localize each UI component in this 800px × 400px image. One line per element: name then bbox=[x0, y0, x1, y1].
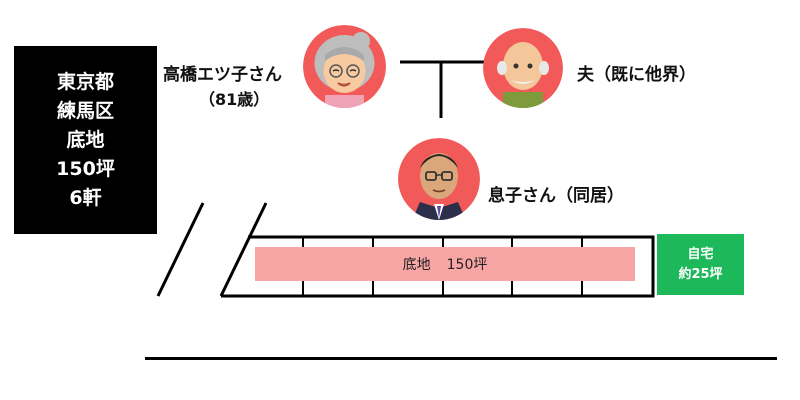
husband-label: 夫（既に他界） bbox=[577, 65, 696, 85]
elderly-man-icon bbox=[483, 28, 563, 108]
land-area-band: 底地 150坪 bbox=[255, 247, 635, 281]
home-size: 約25坪 bbox=[678, 266, 723, 282]
land-size: 150坪 bbox=[446, 257, 488, 273]
info-prefecture: 東京都 bbox=[56, 70, 114, 93]
land-label: 底地 bbox=[402, 257, 431, 273]
info-house-count: 6軒 bbox=[69, 186, 102, 209]
info-ward: 練馬区 bbox=[56, 99, 114, 122]
businessman-icon bbox=[398, 138, 480, 220]
mother-name: 高橋エツ子さん bbox=[163, 65, 282, 85]
property-info-box: 東京都 練馬区 底地 150坪 6軒 bbox=[14, 46, 157, 234]
own-home-box: 自宅 約25坪 bbox=[657, 234, 744, 295]
road-line bbox=[145, 357, 777, 360]
elderly-woman-icon bbox=[303, 25, 386, 108]
lot-boundary bbox=[221, 235, 655, 298]
son-label: 息子さん（同居） bbox=[488, 186, 624, 206]
info-land-type: 底地 bbox=[66, 128, 105, 151]
mother-age: （81歳） bbox=[199, 90, 270, 109]
info-area: 150坪 bbox=[56, 157, 115, 180]
lot-edge-left bbox=[219, 202, 268, 297]
home-label: 自宅 bbox=[687, 246, 714, 262]
road-edge-left bbox=[156, 202, 205, 297]
